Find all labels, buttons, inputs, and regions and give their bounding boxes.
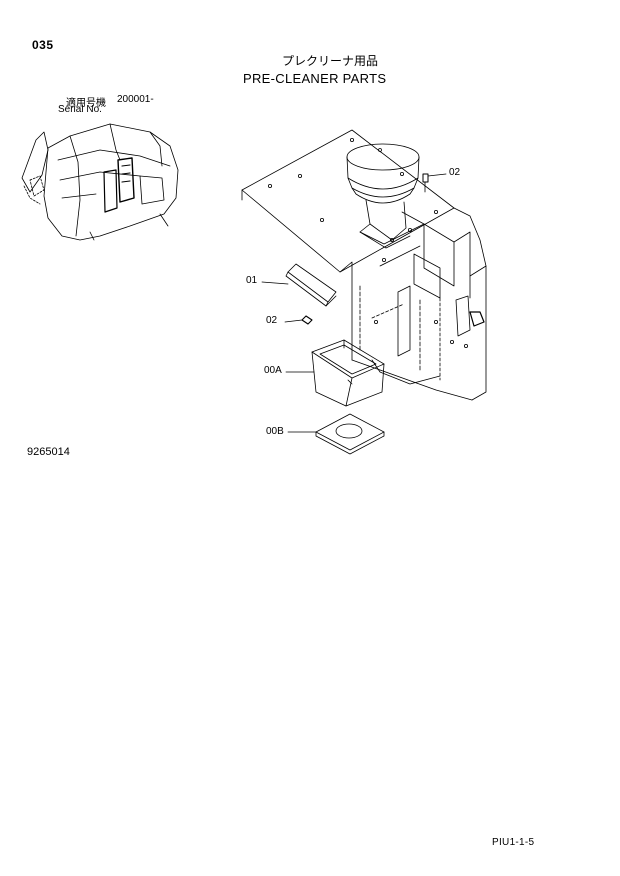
serial-value: 200001-: [117, 94, 154, 105]
leader-lines: [261, 173, 447, 433]
title-japanese: プレクリーナ用品: [282, 54, 379, 68]
pre-cleaner-assembly: [346, 143, 425, 249]
part-02-bolt-upper: [422, 173, 429, 193]
part-00A-box: [311, 339, 385, 407]
part-02-bolt-lower: [301, 315, 313, 325]
callout-02-lower: 02: [266, 315, 278, 326]
part-01-plate: [285, 263, 337, 307]
drawing-number: 9265014: [27, 446, 70, 458]
callout-02-upper: 02: [449, 167, 461, 178]
serial-label-english: Serial No.: [58, 104, 102, 115]
mounting-plate: [241, 129, 487, 401]
machine-thumbnail: [21, 123, 179, 241]
callout-00B: 00B: [266, 426, 284, 437]
callout-00A: 00A: [264, 365, 282, 376]
page-reference: PIU1-1-5: [492, 837, 535, 848]
part-00B-gasket: [315, 413, 385, 455]
callout-01: 01: [246, 275, 258, 286]
serial-label-japanese: 適用号機: [66, 98, 106, 109]
page-number: 035: [32, 38, 54, 52]
title-english: PRE-CLEANER PARTS: [243, 71, 387, 86]
